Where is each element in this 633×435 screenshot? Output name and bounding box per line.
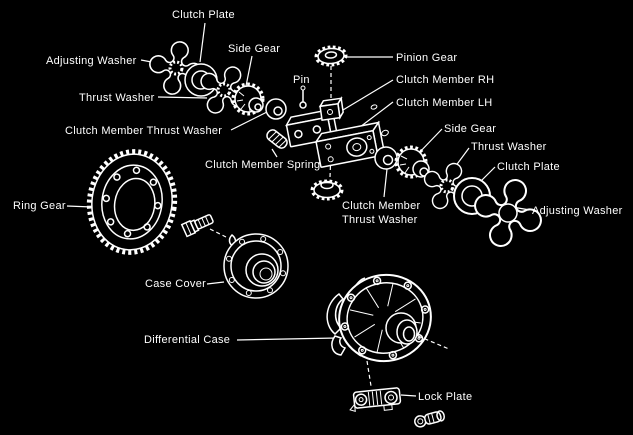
bolt-axis-dashes [209, 228, 227, 238]
label-clutch-member-thrust-washer-left: Clutch Member Thrust Washer [65, 125, 223, 137]
label-clutch-member-lh: Clutch Member LH [396, 97, 493, 109]
clutch-member-spring-drawing [266, 129, 288, 149]
ring-gear-drawing [86, 149, 178, 255]
adjusting-washer-left-drawing [149, 41, 203, 95]
label-adjusting-washer-right: Adjusting Washer [532, 205, 623, 217]
adjusting-washer-right-drawing [474, 179, 542, 247]
label-ring-gear: Ring Gear [13, 200, 66, 212]
label-side-gear-right: Side Gear [444, 123, 497, 135]
pinion-gear-bottom-drawing [310, 179, 344, 201]
clutch-member-lh-drawing [314, 120, 385, 168]
label-pin: Pin [293, 74, 310, 86]
clutch-member-top-block-drawing [318, 96, 344, 122]
label-pinion-gear: Pinion Gear [396, 52, 458, 64]
label-thrust-washer-left: Thrust Washer [79, 92, 155, 104]
label-side-gear-left: Side Gear [228, 43, 281, 55]
label-differential-case: Differential Case [144, 334, 231, 346]
pin-drawing [299, 85, 307, 109]
label-case-cover: Case Cover [145, 278, 207, 290]
clutch-member-thrust-washer-left-drawing [265, 98, 287, 120]
label-clutch-plate-right: Clutch Plate [497, 161, 560, 173]
differential-case-drawing [326, 273, 432, 363]
side-gear-left-drawing [231, 82, 265, 116]
label-clutch-member-thrust-washer-right-line2: Thrust Washer [342, 214, 418, 227]
small-ring-detail-1 [370, 104, 378, 110]
label-clutch-member-thrust-washer-right: Clutch Member Thrust Washer [342, 199, 420, 228]
clutch-member-thrust-washer-right-drawing [374, 146, 398, 170]
label-clutch-member-rh: Clutch Member RH [396, 74, 495, 86]
pinion-gear-top-drawing [314, 45, 348, 67]
lock-plate-drawing [349, 387, 402, 413]
diff-case-axis-dash-right [417, 335, 450, 350]
label-lock-plate: Lock Plate [418, 391, 473, 403]
label-thrust-washer-right: Thrust Washer [471, 141, 547, 153]
side-gear-right-drawing [394, 145, 430, 179]
lock-plate-bolt-drawing [414, 410, 445, 428]
ring-gear-bolt-drawing [180, 214, 214, 238]
small-ring-detail-2 [381, 129, 389, 137]
label-clutch-member-spring: Clutch Member Spring [205, 159, 321, 171]
label-clutch-plate-left: Clutch Plate [172, 9, 235, 21]
leader-lines [66, 22, 531, 397]
label-adjusting-washer-left: Adjusting Washer [46, 55, 137, 67]
label-clutch-member-thrust-washer-right-line1: Clutch Member [342, 200, 421, 212]
diff-case-axis-dash-down [366, 360, 372, 387]
case-cover-drawing [223, 233, 289, 299]
